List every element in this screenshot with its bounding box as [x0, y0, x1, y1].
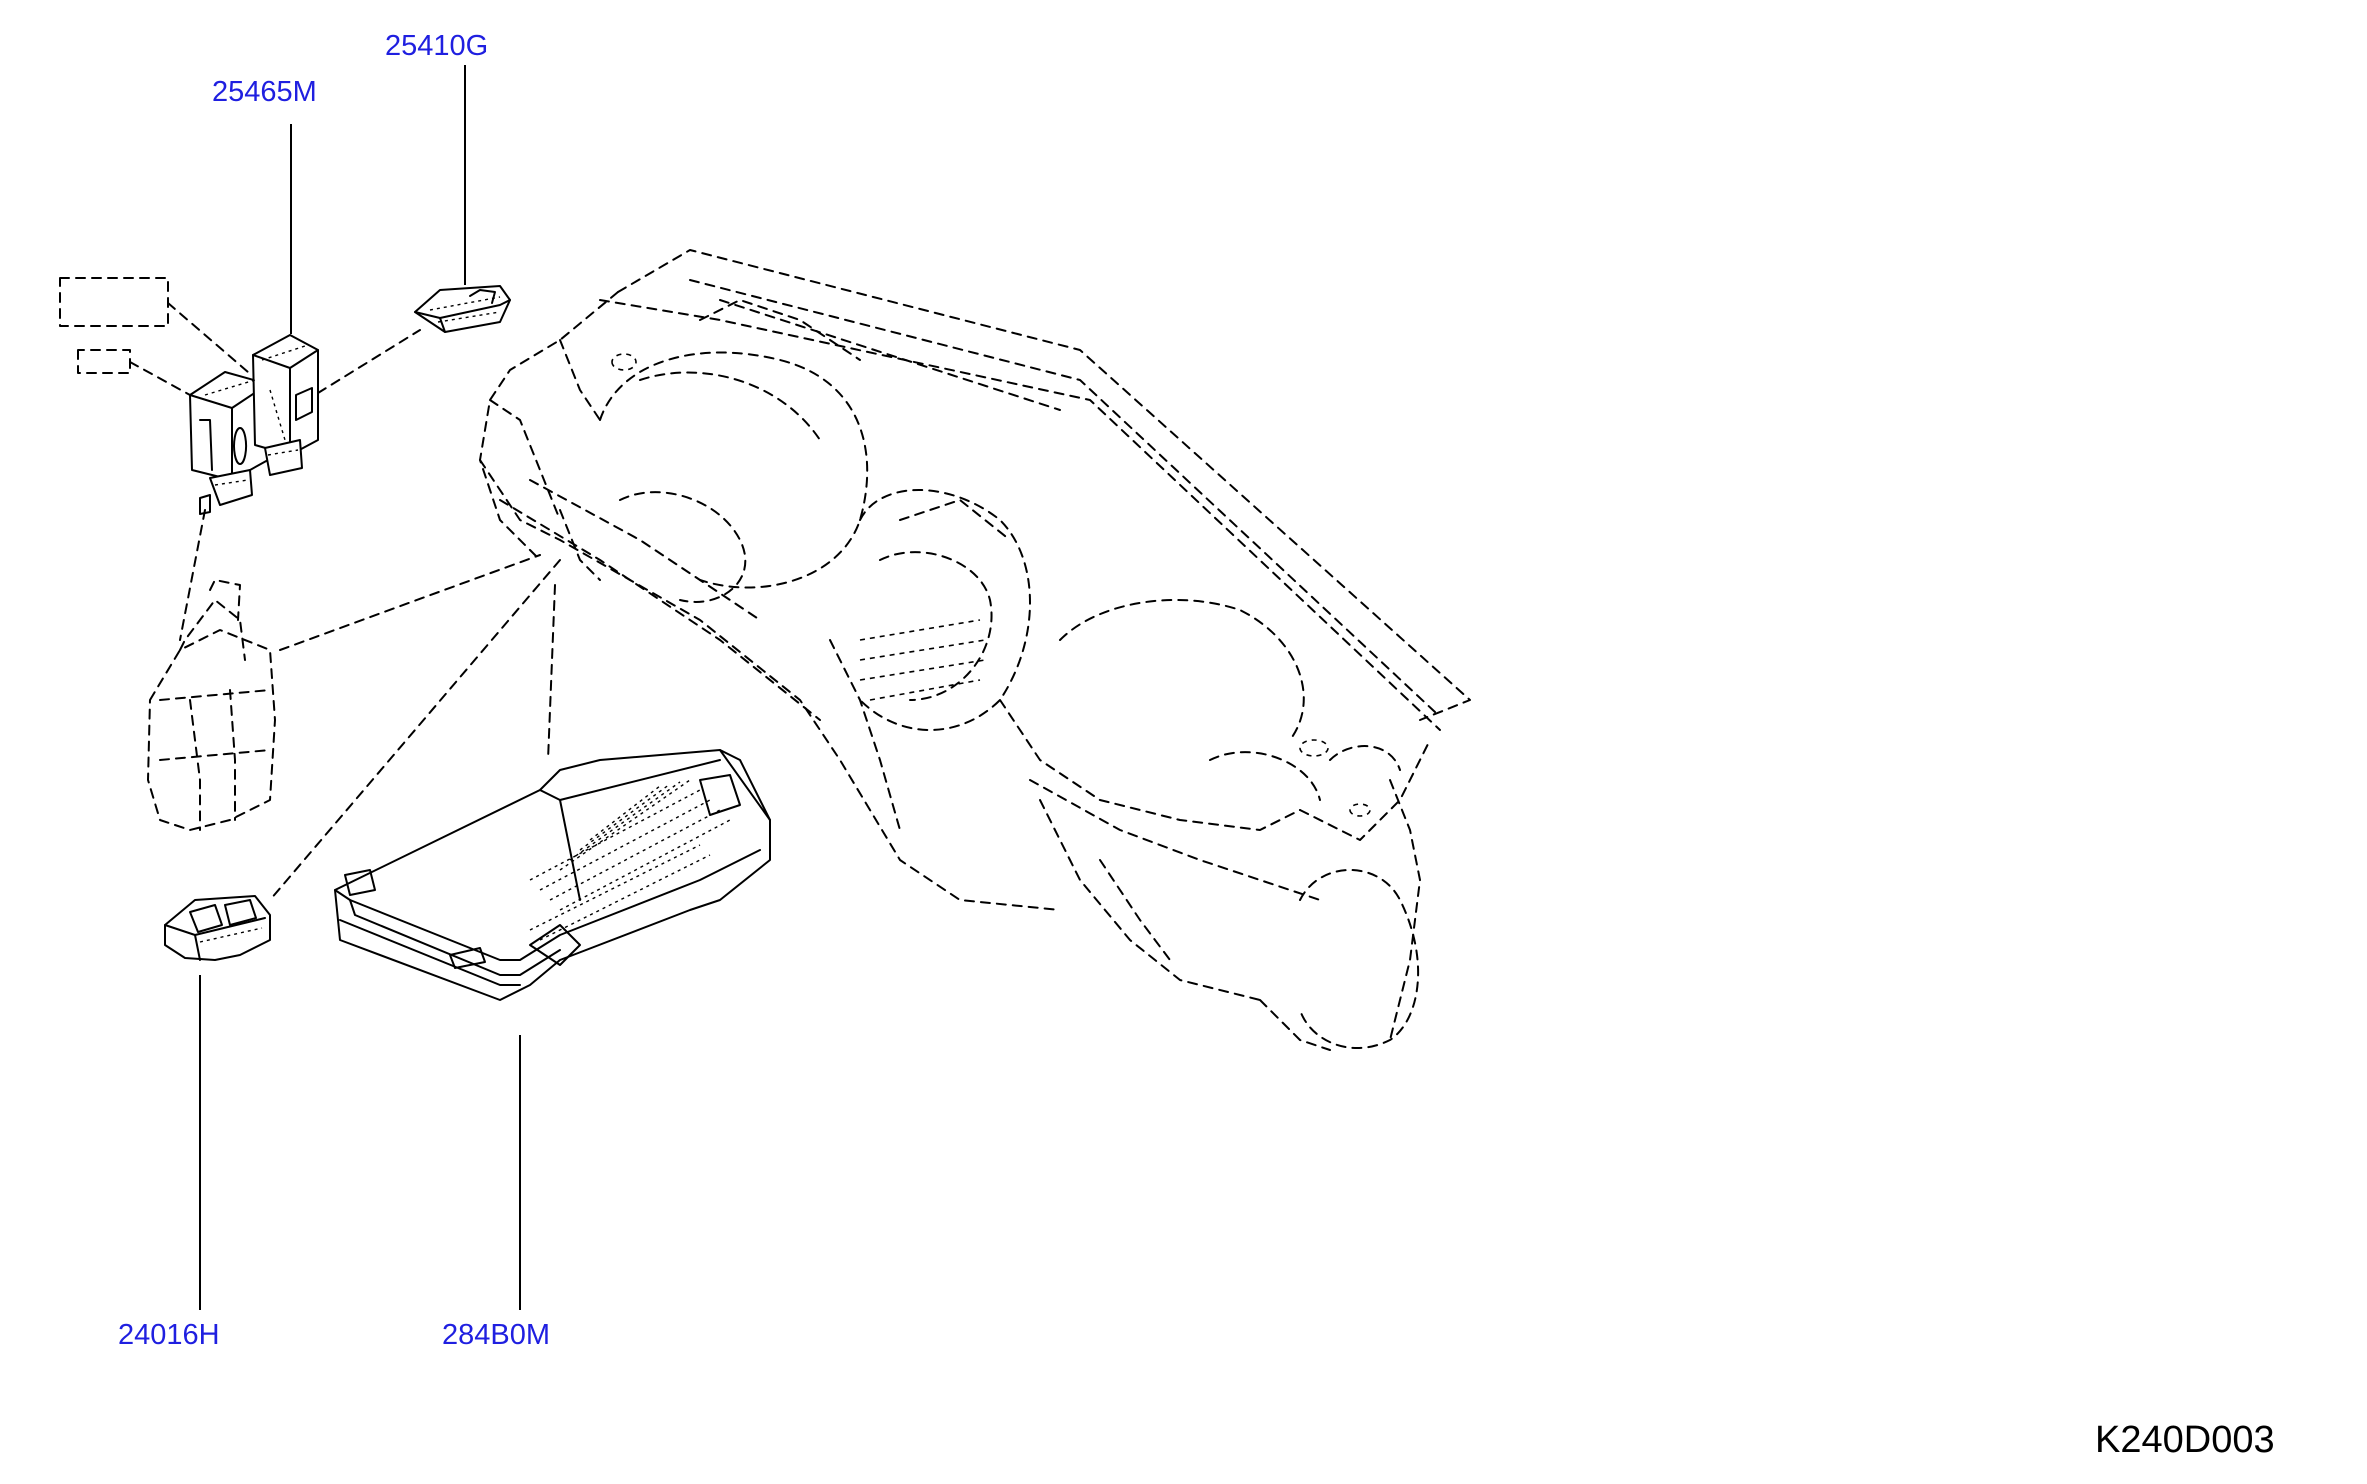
reference-boxes — [59, 277, 249, 396]
callout-25410G[interactable]: 25410G — [385, 30, 488, 62]
heatsink-fins — [529, 779, 731, 941]
callout-25465M[interactable]: 25465M — [212, 76, 317, 108]
part-25410G-connector[interactable] — [414, 285, 511, 333]
instrument-panel-outline — [479, 249, 1471, 1051]
callout-284B0M[interactable]: 284B0M — [442, 1319, 550, 1351]
switch-panel-phantom — [147, 579, 276, 831]
connection-lines — [179, 329, 561, 901]
leader-lines — [199, 65, 521, 1310]
part-284B0M-control-unit[interactable] — [334, 749, 771, 1001]
diagram-code: K240D003 — [2095, 1419, 2275, 1461]
part-25465M-switch[interactable] — [189, 334, 319, 515]
callout-24016H[interactable]: 24016H — [118, 1319, 220, 1351]
part-24016H-connector[interactable] — [164, 895, 271, 961]
